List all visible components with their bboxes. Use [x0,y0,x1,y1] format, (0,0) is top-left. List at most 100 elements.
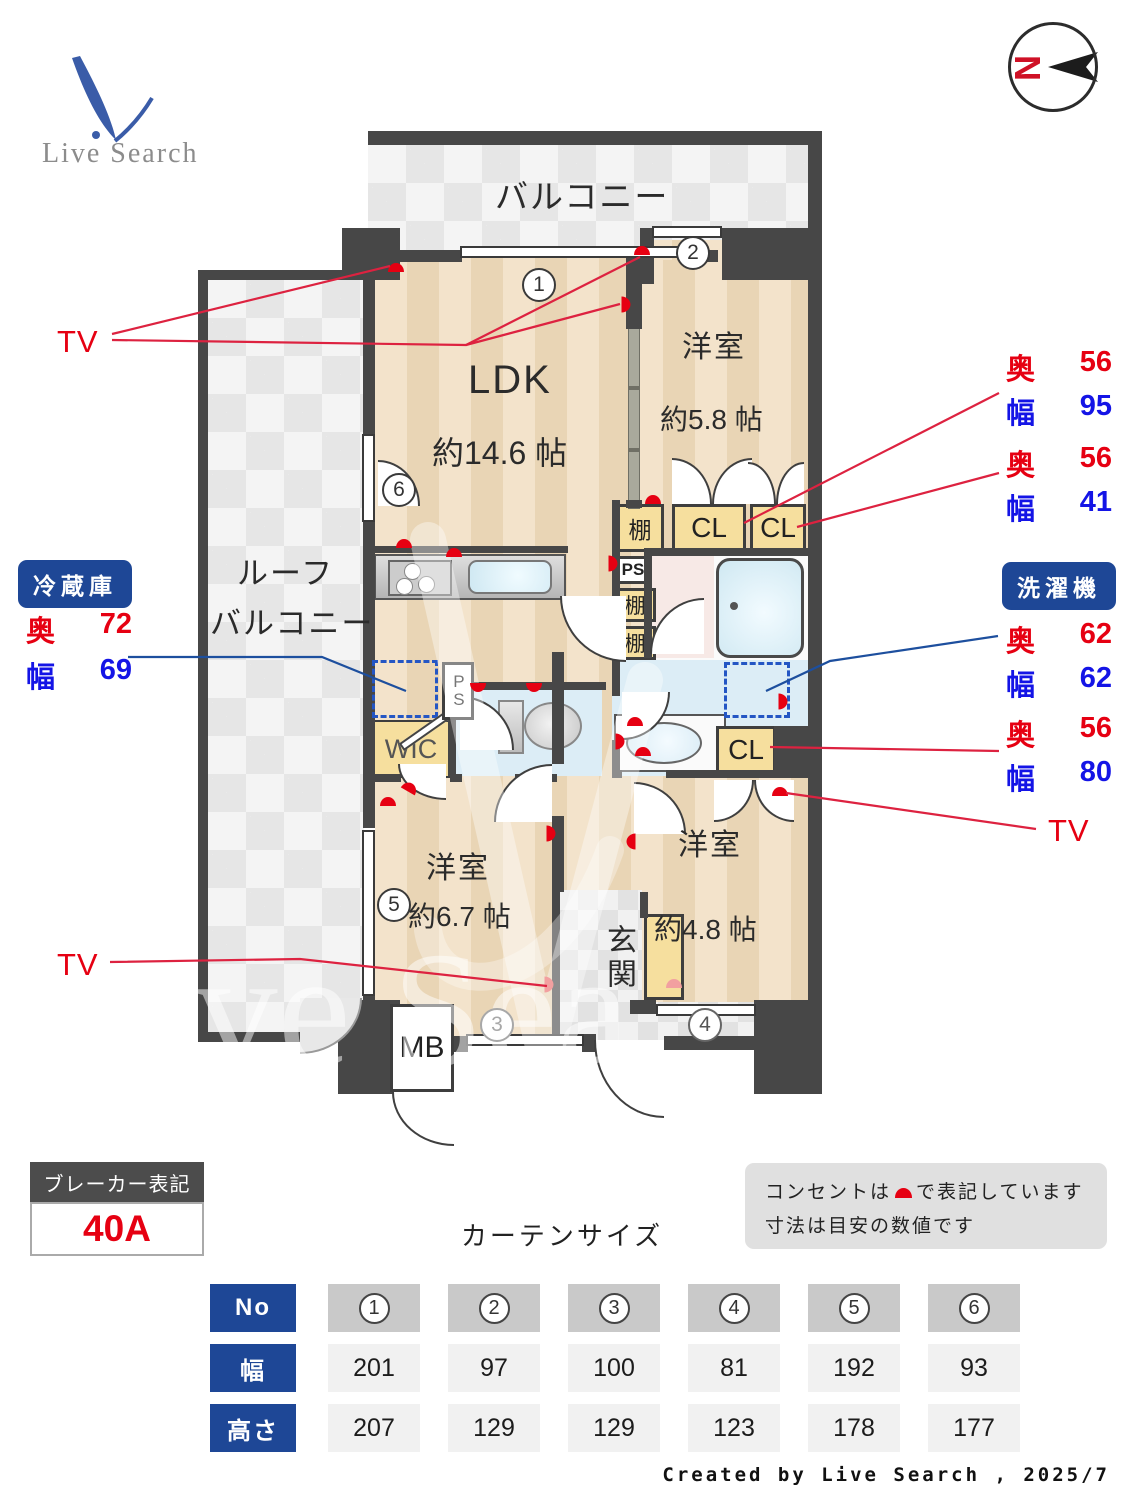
depth-label: 奥 [1006,626,1036,658]
depth-label: 奥 [1006,354,1036,386]
depth-label: 奥 [26,616,56,648]
curtain-width-value: 97 [480,1353,508,1382]
outlet-marker [634,246,650,255]
curtain-no-value: 3 [608,1296,620,1319]
logo-text: Live Search [42,138,199,169]
fridge-width-row: 幅 69 [26,654,132,696]
curtain-width-value: 100 [593,1353,635,1382]
bedroom3-label: 洋室 [678,829,742,862]
curtain-height-cell: 178 [808,1404,900,1452]
note-line-1: コンセントはで表記しています [765,1176,1087,1210]
wall-segment [626,500,642,508]
closet-label: CL [760,512,796,543]
fridge-line [128,655,407,693]
washer-badge-label: 洗濯機 [1017,575,1101,601]
outlet-marker [627,717,643,726]
wall-segment [666,770,808,778]
wall-segment [612,770,622,778]
wall-segment [363,774,401,782]
wall-segment [754,1000,822,1094]
row-width-label: 幅 [240,1357,266,1385]
curtain-height-value: 129 [473,1413,515,1442]
curtain-width-cell: 192 [808,1344,900,1392]
note-line1-before: コンセントは [765,1182,892,1203]
width-label: 幅 [1006,494,1036,526]
wall-segment [552,890,560,1040]
wall-segment [368,250,462,262]
width-label: 幅 [26,662,56,694]
width-label: 幅 [1006,670,1036,702]
outlet-marker [380,797,396,806]
balcony-floor [368,145,808,250]
curtain-height-cell: 177 [928,1404,1020,1452]
wall-segment [626,255,642,329]
wall-segment [198,270,374,280]
footer-credit: Created by Live Search , 2025/7 [662,1464,1110,1486]
width-label: 幅 [1006,398,1036,430]
closet-wide-width-row: 幅 95 [1006,390,1112,432]
outlet-marker [645,495,661,504]
curtain-width-value: 192 [833,1353,875,1382]
width-label: 幅 [1006,764,1036,796]
window-1-circle: 1 [522,268,556,302]
tv-line [111,264,391,336]
note-line-2: 寸法は目安の数値です [765,1216,976,1238]
logo-dot [92,131,100,139]
closet-lower-depth-row: 奥 56 [1006,712,1112,754]
stove-burner [396,578,413,595]
window-3-number: 3 [491,1013,503,1036]
window-3-circle: 3 [480,1008,514,1042]
note-box: コンセントはで表記しています 寸法は目安の数値です [745,1163,1107,1249]
window-5-number: 5 [388,893,400,916]
wall-segment [450,774,462,782]
wall-segment [612,652,620,696]
curtain-no-cell: 2 [448,1284,540,1332]
wall-segment [722,228,808,280]
svg-text:ve Sea: ve Sea [195,918,630,1101]
closet-dim-line [769,745,1000,753]
closet-narrow-width-value: 41 [1079,486,1112,518]
curtain-width-value: 93 [960,1353,988,1382]
wall-segment [368,131,822,145]
stove-burner [404,563,421,580]
wall-segment [774,726,808,776]
logo-mark [72,56,154,143]
ps-box-lower: PS [442,662,474,720]
fridge-badge: 冷蔵庫 [18,560,132,608]
shelf-label: 棚 [628,517,652,543]
curtain-height-value: 207 [353,1413,395,1442]
closet-dim-line [743,392,1000,524]
curtain-no-cell: 5 [808,1284,900,1332]
curtain-width-cell: 97 [448,1344,540,1392]
curtain-width-value: 201 [353,1353,395,1382]
curtain-height-value: 129 [593,1413,635,1442]
window-6-number: 6 [393,478,405,501]
ldk-size: 約14.6 帖 [432,435,568,471]
closet-label: CL [691,512,727,543]
closet-narrow-width-row: 幅 41 [1006,486,1112,528]
bedroom2-label: 洋室 [426,852,490,885]
ldk-label: LDK [468,358,552,402]
curtain-no-circle: 6 [958,1292,990,1324]
window-5-circle: 5 [377,888,411,922]
window-4-circle: 4 [688,1008,722,1042]
curtain-height-cell: 123 [688,1404,780,1452]
tv-line [109,957,548,988]
closet-lower-depth-value: 56 [1079,712,1112,744]
curtain-width-cell: 201 [328,1344,420,1392]
curtain-width-cell: 100 [568,1344,660,1392]
closet-label: CL [728,734,764,765]
wall-segment [363,258,375,434]
wall-segment [612,740,620,776]
mb-label: MB [399,1031,445,1064]
curtain-width-cell: 93 [928,1344,1020,1392]
washer-line [765,634,999,692]
washer-width-row: 幅 62 [1006,662,1112,704]
curtain-width-cell: 81 [688,1344,780,1392]
window-2-number: 2 [687,241,699,264]
wall-segment [448,690,456,776]
curtain-no-cell: 3 [568,1284,660,1332]
wall-segment [640,892,648,918]
wall-segment [644,556,652,658]
